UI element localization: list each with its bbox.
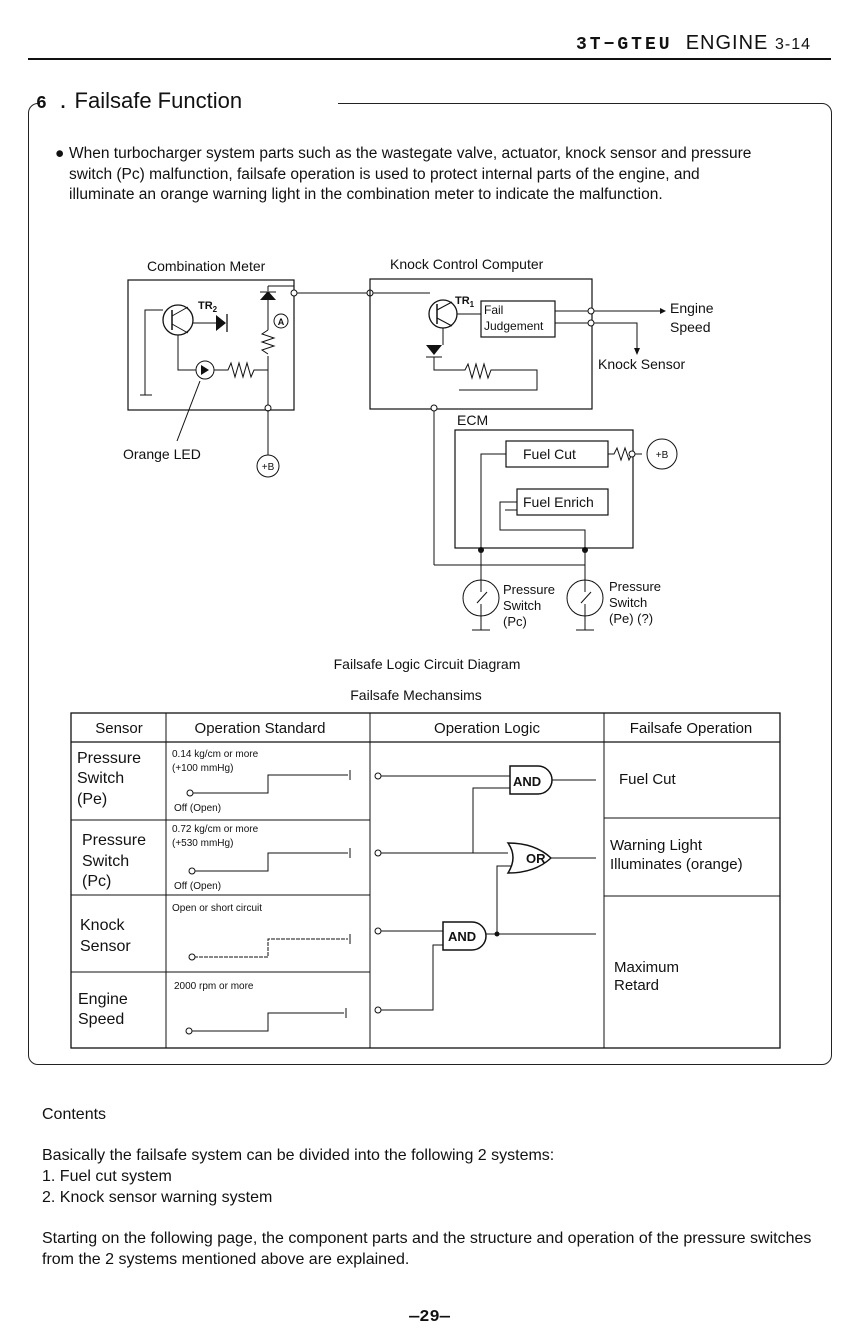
fuel-enrich-label: Fuel Enrich <box>523 494 594 510</box>
op-warning-2: Illuminates (orange) <box>610 856 743 873</box>
or-gate-icon <box>506 842 553 874</box>
orange-led-label: Orange LED <box>123 446 201 462</box>
sensor-pc-3: (Pc) <box>82 873 111 890</box>
op-fuel-cut: Fuel Cut <box>619 771 677 788</box>
svg-text:TR2: TR2 <box>198 300 218 314</box>
pc-label-2: Switch <box>503 598 541 613</box>
ecm-label: ECM <box>457 412 488 428</box>
meter-plus-b-label: +B <box>262 462 275 473</box>
contents-intro: Basically the failsafe system can be div… <box>42 1147 555 1164</box>
tr1-sub: 1 <box>470 300 475 309</box>
engine-model-code: 3T−GTEU <box>575 35 673 55</box>
pe-label-3: (Pe) (?) <box>609 611 653 626</box>
page-number: —29— <box>409 1308 450 1327</box>
meter-battery-icon <box>256 454 280 478</box>
header-rule <box>28 58 831 60</box>
pc-label-3: (Pc) <box>503 614 527 629</box>
failsafe-table: Sensor Operation Standard Operation Logi… <box>70 712 781 1049</box>
std-pe-2: (+100 mmHg) <box>172 763 233 774</box>
op-warning-1: Warning Light <box>610 837 703 854</box>
and-gate-1-label: AND <box>513 774 541 789</box>
sensor-speed-1: Engine <box>78 991 128 1008</box>
svg-text:TR1: TR1 <box>455 295 475 309</box>
contents-item-2: 2. Knock sensor warning system <box>42 1189 273 1206</box>
pc-label-1: Pressure <box>503 582 555 597</box>
sensor-pe-3: (Pe) <box>77 791 107 808</box>
engine-speed-label-2: Speed <box>670 319 710 335</box>
knock-diode-icon <box>426 345 442 355</box>
contents-item-1: 1. Fuel cut system <box>42 1168 172 1185</box>
ecm-box <box>454 429 634 549</box>
and-gate-2-icon <box>442 921 487 951</box>
op-retard-1: Maximum <box>614 959 679 976</box>
contents-section: Contents Basically the failsafe system c… <box>42 1104 822 1270</box>
section-number: 6 . <box>36 94 69 114</box>
sensor-knock-1: Knock <box>80 917 125 934</box>
ecm-plus-b-label: +B <box>656 450 669 461</box>
badge-a-icon <box>273 313 289 329</box>
fail-judgement-line1: Fail <box>484 303 503 317</box>
section-title-text: Failsafe Function <box>74 88 243 113</box>
or-gate-label: OR <box>526 851 546 866</box>
bullet-icon: ● <box>55 145 65 162</box>
table-header-logic: Operation Logic <box>434 720 540 737</box>
combination-meter-box <box>127 279 295 411</box>
and-gate-2-label: AND <box>448 929 476 944</box>
sensor-pe-1: Pressure <box>77 750 141 767</box>
std-pc-off: Off (Open) <box>174 881 221 892</box>
page-header: 3T−GTEU ENGINE 3-14 <box>576 32 811 55</box>
tr2-label: TR <box>198 300 213 312</box>
intro-bullet: ● When turbocharger system parts such as… <box>55 144 765 206</box>
op-retard-2: Retard <box>614 977 659 994</box>
sensor-pc-2: Switch <box>82 853 129 870</box>
knock-sensor-label: Knock Sensor <box>598 356 685 372</box>
pe-label-1: Pressure <box>609 579 661 594</box>
sensor-pc-1: Pressure <box>82 832 146 849</box>
tr1-transistor-icon <box>428 299 458 329</box>
sensor-speed-2: Speed <box>78 1011 124 1028</box>
knock-control-computer-box <box>369 278 593 410</box>
fail-judgement-line2: Judgement <box>484 319 544 333</box>
sensor-pe-2: Switch <box>77 770 124 787</box>
knock-control-computer-label: Knock Control Computer <box>390 256 544 272</box>
std-pc-1: 0.72 kg/cm or more <box>172 824 259 835</box>
std-knock-1: Open or short circuit <box>172 903 262 914</box>
section-frame <box>28 103 832 1065</box>
tr2-transistor-icon <box>162 304 194 336</box>
std-pc-2: (+530 mmHg) <box>172 838 233 849</box>
engine-label: ENGINE <box>685 32 769 54</box>
std-pe-off: Off (Open) <box>174 803 221 814</box>
circuit-caption: Failsafe Logic Circuit Diagram <box>334 656 521 672</box>
engine-speed-label-1: Engine <box>670 300 714 316</box>
fuel-cut-label: Fuel Cut <box>523 446 576 462</box>
std-speed-1: 2000 rpm or more <box>174 981 254 992</box>
table-header-sensor: Sensor <box>95 720 143 737</box>
and-gate-1-icon <box>509 765 553 795</box>
std-pe-1: 0.14 kg/cm or more <box>172 749 259 760</box>
diode-icon <box>216 315 226 331</box>
pe-label-2: Switch <box>609 595 647 610</box>
page-reference: 3-14 <box>774 36 811 53</box>
intro-text: When turbocharger system parts such as t… <box>69 145 752 203</box>
section-title: 6 . Failsafe Function <box>36 88 242 114</box>
ecm-battery-icon <box>646 438 678 470</box>
tr1-label: TR <box>455 295 470 307</box>
badge-a-label: A <box>278 317 285 327</box>
table-caption: Failsafe Mechansims <box>350 687 482 703</box>
table-header-standard: Operation Standard <box>195 720 326 737</box>
table-header-failsafe: Failsafe Operation <box>630 720 753 737</box>
tr2-sub: 2 <box>213 305 218 314</box>
contents-closing: Starting on the following page, the comp… <box>42 1230 812 1268</box>
fail-judgement-box <box>480 300 556 338</box>
contents-heading: Contents <box>42 1106 107 1123</box>
combination-meter-label: Combination Meter <box>147 258 266 274</box>
sensor-knock-2: Sensor <box>80 938 131 955</box>
